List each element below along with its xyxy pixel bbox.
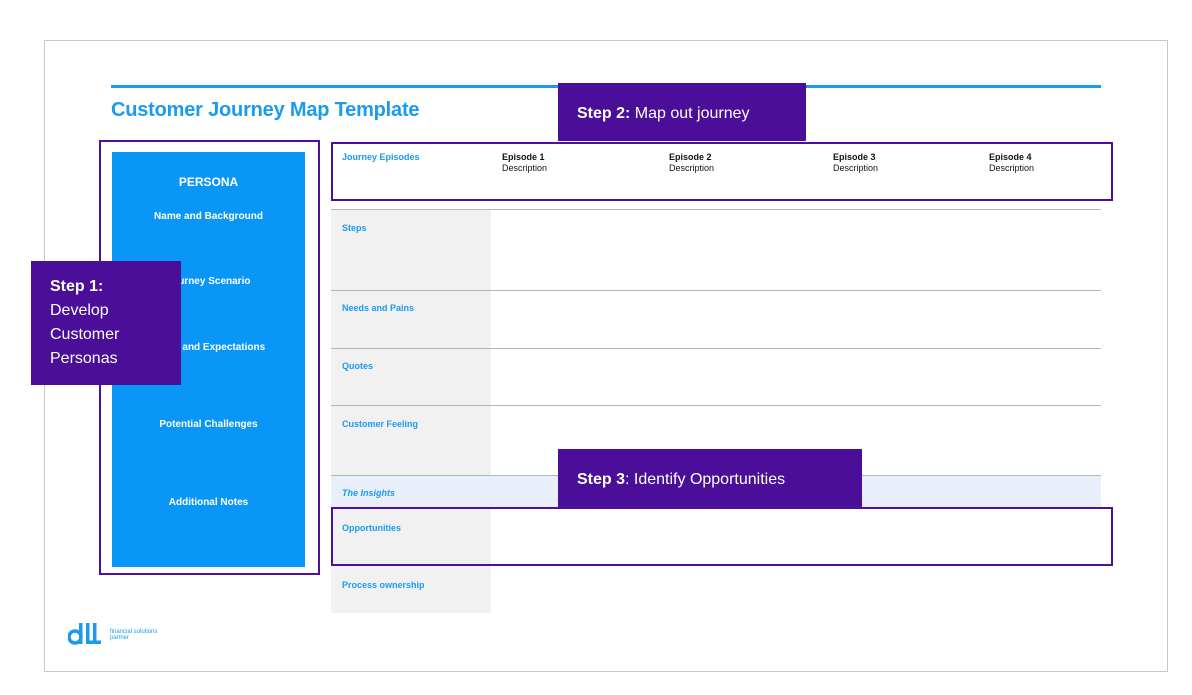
divider-line	[331, 405, 1101, 406]
episode-4-description: Description	[989, 163, 1035, 173]
opportunities-outline	[331, 507, 1113, 566]
step-1-line: Develop	[50, 302, 109, 319]
dll-logo	[68, 623, 101, 645]
episode-2-title: Episode 2	[669, 152, 712, 162]
journey-outline	[331, 142, 1113, 201]
step-2-label: Step 2:	[577, 105, 631, 122]
row-label-steps: Steps	[342, 223, 367, 233]
persona-item-name: Name and Background	[154, 211, 263, 222]
step-1-callout: Step 1: Develop Customer Personas	[31, 261, 181, 385]
persona-heading: PERSONA	[178, 175, 239, 189]
row-label-column	[331, 209, 491, 613]
step-3-callout: Step 3: Identify Opportunities	[558, 449, 862, 507]
row-label-opportunities: Opportunities	[342, 523, 401, 533]
episode-3-title: Episode 3	[833, 152, 876, 162]
step-1-line: Customer	[50, 326, 120, 343]
episode-1-description: Description	[502, 163, 548, 173]
persona-item-scenario: Journey Scenario	[166, 276, 251, 287]
episode-1-title: Episode 1	[502, 152, 545, 162]
row-label-ownership: Process ownership	[342, 580, 425, 590]
row-label-needs: Needs and Pains	[342, 303, 415, 313]
divider-line	[331, 290, 1101, 291]
persona-item-challenges: Potential Challenges	[159, 419, 258, 430]
logo-tagline-line: partner	[110, 635, 130, 641]
episode-4-title: Episode 4	[989, 152, 1032, 162]
row-label-quotes: Quotes	[342, 361, 374, 371]
step-2-callout: Step 2: Map out journey	[558, 83, 806, 141]
step-1-line: Personas	[50, 350, 118, 367]
episode-3-description: Description	[833, 163, 879, 173]
journey-episodes-label: Journey Episodes	[342, 152, 420, 162]
divider-line	[331, 209, 1101, 210]
persona-item-notes: Additional Notes	[168, 497, 249, 508]
persona-item-goals: Goals and Expectations	[151, 342, 266, 353]
logo-tagline: financial solutions partner	[110, 629, 157, 641]
step-3-label: Step 3	[577, 471, 626, 488]
episode-2-description: Description	[669, 163, 715, 173]
step-3-text: : Identify Opportunities	[625, 471, 786, 488]
row-label-feeling: Customer Feeling	[342, 419, 419, 429]
divider-line	[331, 348, 1101, 349]
row-label-insights: The Insights	[342, 488, 396, 498]
step-2-text: Map out journey	[634, 105, 750, 122]
logo-tagline-line: financial solutions	[110, 629, 158, 635]
page-title: Customer Journey Map Template	[111, 99, 420, 121]
step-1-label: Step 1:	[50, 278, 104, 295]
